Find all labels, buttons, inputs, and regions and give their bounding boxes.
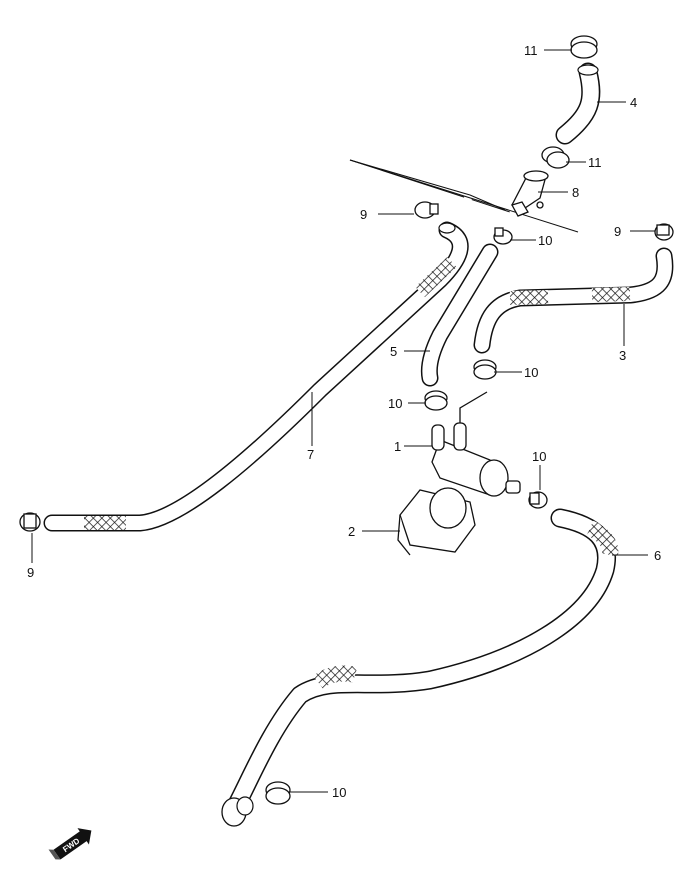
hose-6 [221,508,619,827]
callout-11-lower: 11 [588,155,602,170]
callout-8: 8 [572,185,579,200]
clamp-9-upper-left [414,201,439,219]
valve-body-1 [431,391,521,497]
callout-10-bottom: 10 [332,785,346,800]
callout-labels: 11 4 11 8 9 10 9 5 3 10 10 1 7 10 2 6 9 … [27,43,661,800]
callout-9-left: 9 [27,565,34,580]
bracket-2 [397,487,476,556]
clamp-10-upper [493,227,513,245]
callout-9-upper: 9 [360,207,367,222]
clamp-10-left [424,390,448,411]
callout-10-left: 10 [388,396,402,411]
callout-10-upper: 10 [538,233,552,248]
callout-11-top: 11 [524,43,538,58]
callout-4: 4 [630,95,637,110]
callout-3: 3 [619,348,626,363]
reference-lines [349,159,579,233]
callout-10-mid: 10 [524,365,538,380]
callout-1: 1 [394,439,401,454]
leader-lines [31,49,655,793]
clamp-10-bottom [265,781,291,805]
callout-6: 6 [654,548,661,563]
callout-10-right: 10 [532,449,546,464]
callout-7: 7 [307,447,314,462]
hose-4 [555,62,601,145]
clamp-9-right [654,223,674,241]
callout-2: 2 [348,524,355,539]
clamp-11-top [570,35,598,59]
hose-5 [420,243,499,387]
connector-8 [511,170,549,217]
clamp-10-right [528,491,548,509]
callout-9-right: 9 [614,224,621,239]
clamp-11-lower [541,146,570,169]
forward-arrow-icon: FWD [48,828,92,860]
clamp-9-left [19,512,41,532]
callout-5: 5 [390,344,397,359]
hose-3 [473,247,674,354]
hose-7 [43,221,469,532]
clamp-10-mid [473,359,497,380]
